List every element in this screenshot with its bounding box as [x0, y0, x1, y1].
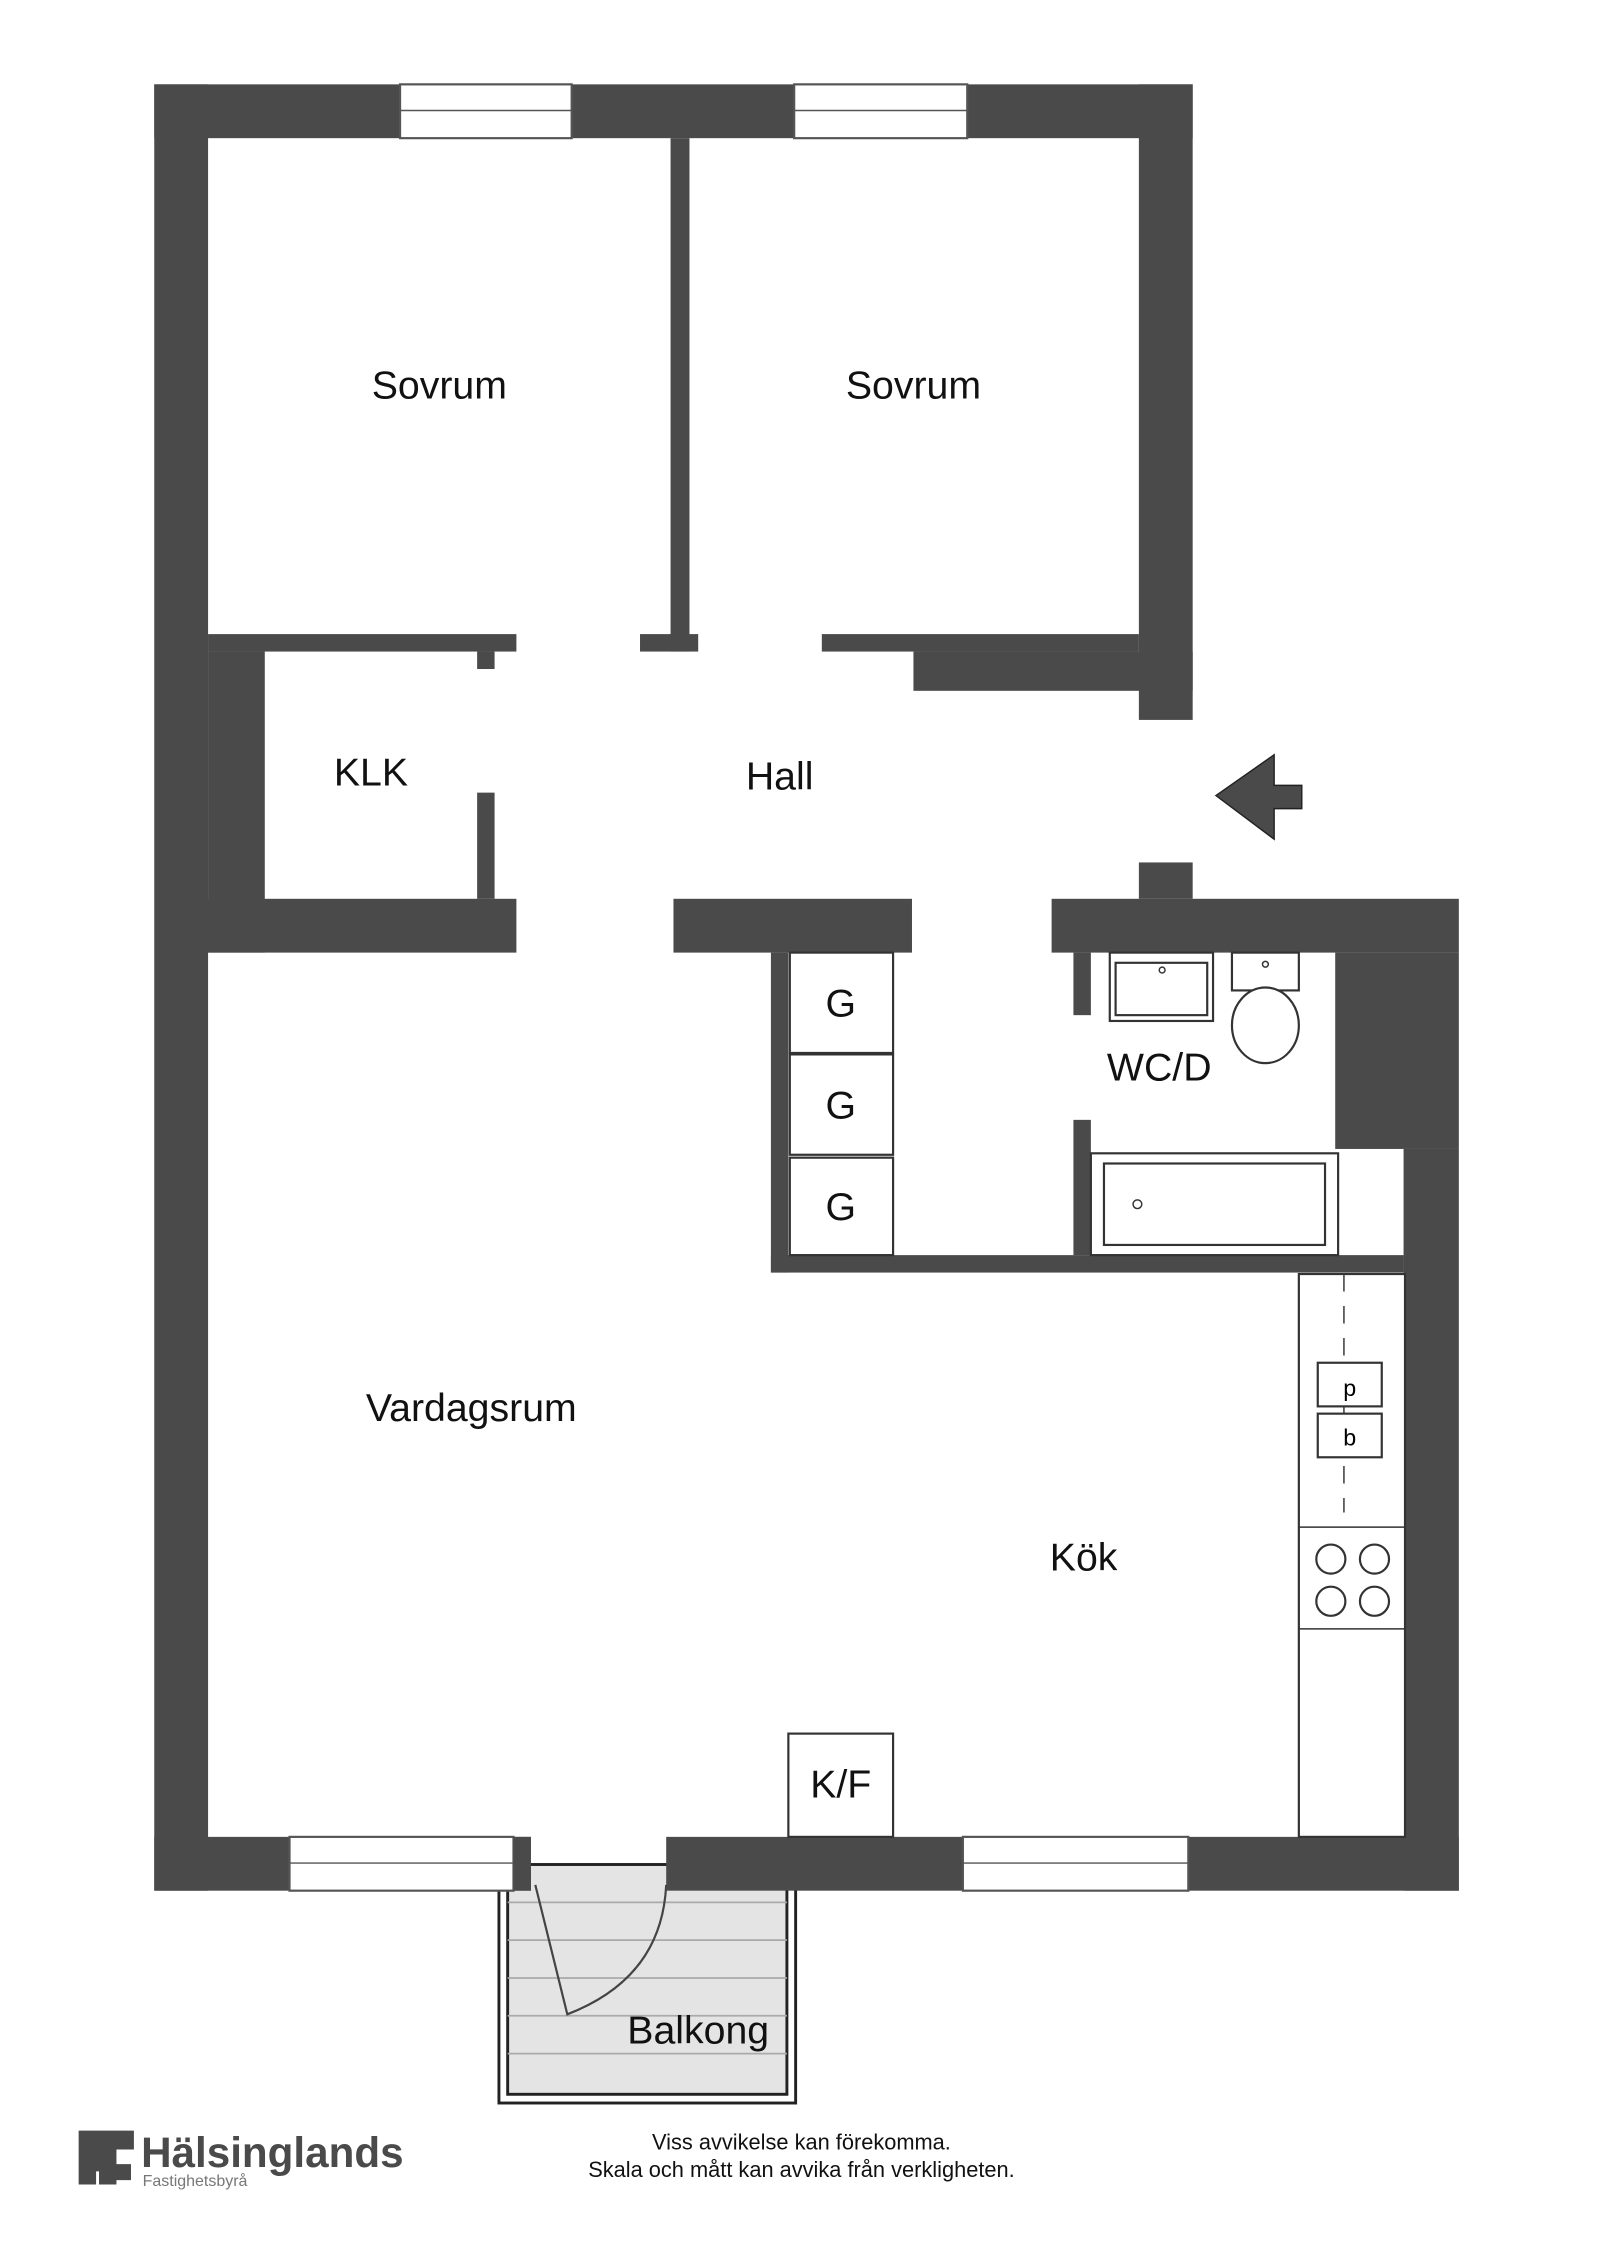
entrance-arrow-icon — [1214, 753, 1303, 841]
room-label-bedroom-1: Sovrum — [372, 363, 507, 407]
brand-subtitle: Fastighetsbyrå — [143, 2172, 248, 2190]
stove-icon — [1315, 1543, 1391, 1617]
fridge-freezer-label: K/F — [810, 1763, 871, 1807]
balcony-door-swing — [534, 1884, 668, 2016]
balcony — [497, 1863, 798, 2105]
wardrobe-label: G — [825, 1083, 856, 1127]
room-label-hall: Hall — [746, 755, 814, 799]
fridge-freezer — [787, 1732, 895, 1838]
room-label-kitchen: Kök — [1050, 1536, 1118, 1580]
room-label-bathroom: WC/D — [1107, 1046, 1212, 1090]
logo-mark-icon — [78, 2130, 134, 2185]
wardrobe-label: G — [825, 1185, 856, 1229]
room-label-bedroom-2: Sovrum — [846, 363, 981, 407]
room-label-living-room: Vardagsrum — [366, 1386, 577, 1430]
disclaimer-line-1: Viss avvikelse kan förekomma. — [652, 2130, 951, 2155]
disclaimer-line-2: Skala och mått kan avvika från verklighe… — [588, 2157, 1014, 2182]
wardrobes: G G G — [788, 951, 895, 1257]
room-label-balcony: Balkong — [627, 2008, 769, 2052]
brand-logo: Hälsinglands Fastighetsbyrå — [78, 2129, 404, 2190]
brand-name: Hälsinglands — [141, 2129, 403, 2176]
wardrobe-label: G — [825, 982, 856, 1026]
bathroom-fixtures — [1089, 951, 1340, 1257]
svg-text:p: p — [1343, 1375, 1356, 1401]
svg-text:b: b — [1343, 1425, 1356, 1451]
windows — [288, 83, 1190, 1892]
kitchen-counter: p b — [1297, 1272, 1407, 1838]
room-label-closet: KLK — [334, 750, 408, 794]
